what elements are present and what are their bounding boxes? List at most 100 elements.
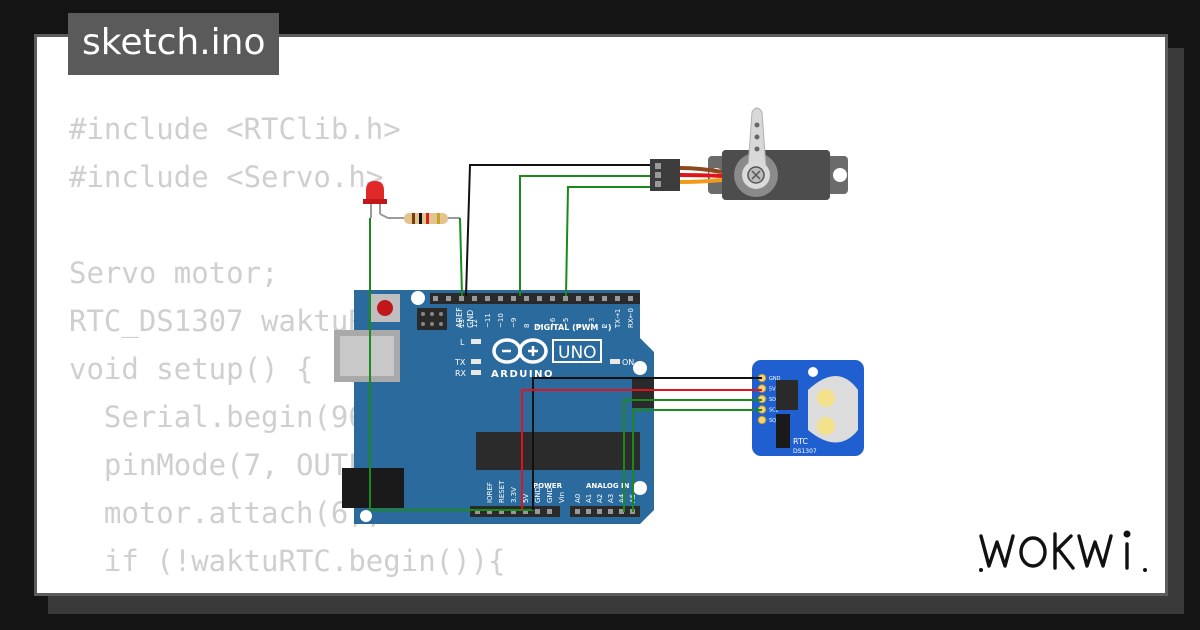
header-pin[interactable] (628, 296, 633, 301)
resistor[interactable] (388, 213, 460, 224)
power-jack (342, 468, 404, 508)
power-pin-label: RESET (498, 480, 506, 503)
analog-pin-label: A4 (618, 493, 626, 503)
wire-rtc-gnd (532, 377, 762, 510)
header-pin[interactable] (485, 296, 490, 301)
pin-label: 8 (523, 324, 531, 328)
rtc-pin[interactable] (757, 415, 767, 425)
led-l-label: L (460, 338, 465, 347)
analog-pin[interactable] (597, 509, 602, 514)
analog-pin-label: A0 (574, 494, 582, 503)
power-label: POWER (533, 482, 563, 490)
code-line: Servo motor; (69, 256, 279, 290)
analog-pin[interactable] (608, 509, 613, 514)
analog-pin[interactable] (575, 509, 580, 514)
pin-label: 13 (458, 319, 466, 328)
arduino-logo-icon (492, 338, 548, 364)
pin-label: ~10 (497, 313, 505, 328)
analog-pin-label: A3 (607, 494, 615, 503)
header-pin[interactable] (563, 296, 568, 301)
header-pin[interactable] (433, 296, 438, 301)
pin-label: 12 (471, 319, 479, 328)
power-pin[interactable] (535, 509, 540, 514)
wire-rtc-5v (521, 389, 762, 510)
power-pin-label: IOREF (486, 482, 494, 503)
power-pin[interactable] (523, 509, 528, 514)
led-tx-label: TX (454, 358, 466, 367)
led-on-label: ON (622, 358, 634, 367)
power-pin-label: 5V (522, 494, 530, 503)
power-pin[interactable] (487, 509, 492, 514)
power-pin-label: Vin (558, 492, 566, 503)
header-pin[interactable] (537, 296, 542, 301)
uno-label: UNO (558, 343, 597, 363)
wires (369, 164, 762, 512)
power-pin[interactable] (547, 509, 552, 514)
header-pin[interactable] (511, 296, 516, 301)
led-rx-label: RX (455, 369, 467, 378)
servo-motor[interactable] (650, 107, 848, 200)
code-line: if (!waktuRTC.begin()){ (69, 544, 506, 578)
pin-label: 4 (575, 323, 583, 328)
header-pin[interactable] (615, 296, 620, 301)
pin-label-gnd: GND (466, 310, 475, 328)
header-pin[interactable] (576, 296, 581, 301)
power-pin-label: GND (546, 487, 554, 503)
code-line: motor.attach(6); (69, 496, 384, 530)
rtc-pin-label: GND (769, 376, 781, 382)
analog-header (570, 506, 640, 517)
code-line: #include <Servo.h> (69, 160, 384, 194)
red-led[interactable] (363, 181, 389, 219)
pin-label: ~6 (549, 317, 557, 328)
header-pin[interactable] (550, 296, 555, 301)
rtc-sublabel: DS1307 (793, 448, 817, 455)
pin-label-aref: AREF (455, 307, 464, 328)
power-pin[interactable] (475, 509, 480, 514)
pin-label: 7 (536, 324, 544, 328)
wokwi-logo (979, 530, 1147, 572)
power-pin-label: GND (534, 487, 542, 503)
wire-servo-signal-a (519, 175, 650, 296)
wire-servo-gnd (465, 164, 650, 297)
pin-label: TX→1 (614, 309, 622, 329)
file-title-tag: sketch.ino (68, 13, 280, 75)
rtc-pin-label: 5V (769, 387, 776, 393)
pin-label: ~11 (484, 313, 492, 328)
header-pin[interactable] (498, 296, 503, 301)
analog-label: ANALOG IN (586, 482, 630, 490)
pin-label: ~3 (588, 318, 596, 328)
header-pin[interactable] (589, 296, 594, 301)
analog-pin-label: A1 (585, 494, 593, 503)
header-pin[interactable] (446, 296, 451, 301)
header-pin[interactable] (524, 296, 529, 301)
wire-rtc-scl (632, 409, 762, 512)
rtc-pin-label: SQW (769, 418, 781, 424)
power-pin[interactable] (511, 509, 516, 514)
rtc-pin[interactable] (757, 384, 767, 393)
code-line: Serial.println("RTC MATI"); (69, 585, 610, 593)
power-pin-label: 3.3V (510, 487, 518, 503)
power-pin[interactable] (499, 509, 504, 514)
pin-label: RX←0 (627, 308, 635, 328)
code-line: void setup() { (69, 352, 314, 386)
header-pin[interactable] (459, 296, 464, 301)
header-pin[interactable] (602, 296, 607, 301)
rtc-pin-label: SCL (769, 408, 779, 414)
rtc-label: RTC (793, 437, 808, 446)
pin-label: ~5 (562, 318, 570, 328)
digital-header (430, 293, 640, 304)
rtc-pin-label: SDA (769, 397, 780, 403)
code-line: #include <RTClib.h> (69, 112, 401, 146)
arduino-label: ARDUINO (491, 369, 554, 380)
wire-servo-signal-b (565, 186, 650, 297)
rtc-ds1307-module[interactable]: GND 5V SDA SCL SQW RTC DS1307 (752, 360, 864, 456)
wire-led-gnd (369, 218, 534, 511)
wire-rtc-sda (623, 399, 762, 512)
pin-label: 2 (601, 324, 609, 328)
analog-pin[interactable] (586, 509, 591, 514)
header-pin[interactable] (472, 296, 477, 301)
analog-pin[interactable] (619, 509, 624, 514)
pin-label: ~9 (510, 318, 518, 328)
